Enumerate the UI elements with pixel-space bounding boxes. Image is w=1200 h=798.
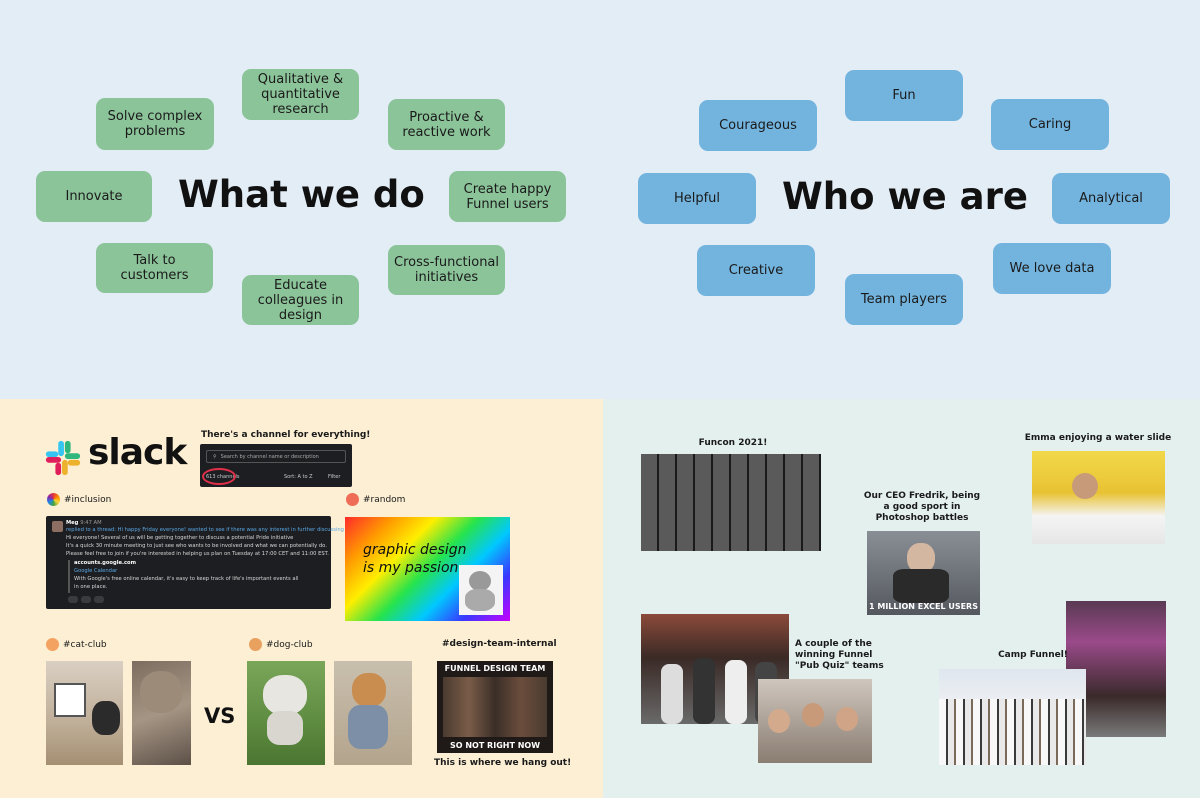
photos-panel: Funcon 2021! Emma enjoying a water slide…: [603, 399, 1200, 798]
dog-face-icon: [249, 638, 262, 651]
versus-text: VS: [204, 704, 236, 728]
camp-caption: Camp Funnel!: [998, 650, 1068, 660]
ceo-meme-text: 1 MILLION EXCEL USERS: [869, 602, 978, 611]
link-preview-bar: [68, 560, 70, 593]
meme-top-text: FUNNEL DESIGN TEAM: [444, 664, 546, 673]
message-line-3: Please feel free to join if you're inter…: [66, 551, 329, 557]
bubble-solve-complex-problems: Solve complex problems: [96, 98, 214, 150]
bubble-we-love-data: We love data: [993, 243, 1111, 294]
bubble-innovate: Innovate: [36, 171, 152, 222]
bubble-research: Qualitative & quantitative research: [242, 69, 359, 120]
random-meme-image: graphic design is my passion.: [345, 517, 510, 621]
channel-design-team-name: #design-team-internal: [442, 639, 557, 649]
reaction-icon[interactable]: [81, 596, 91, 603]
channel-search-input[interactable]: ⚲ Search by channel name or description: [206, 450, 346, 463]
reactions[interactable]: [68, 596, 104, 603]
channel-random-label: #random: [346, 493, 405, 506]
avatar: [52, 521, 63, 532]
link-desc-1: With Google's free online calendar, it's…: [74, 576, 299, 582]
camp-photo-2: [939, 669, 1086, 765]
bubble-fun: Fun: [845, 70, 963, 121]
meme-bottom-text: SO NOT RIGHT NOW: [449, 741, 541, 750]
link-desc-2: in one place.: [74, 584, 108, 590]
slack-panel: slack There's a channel for everything! …: [0, 399, 603, 798]
what-we-do-title: What we do: [178, 173, 425, 216]
channel-random-name: #random: [363, 494, 406, 505]
thread-line[interactable]: replied to a thread: Hi happy Friday eve…: [66, 527, 354, 533]
funcon-caption: Funcon 2021!: [698, 438, 768, 448]
heart-icon: [346, 493, 359, 506]
what-we-do-panel: What we do Solve complex problems Qualit…: [0, 0, 600, 399]
message-author: Meg 9:47 AM: [66, 520, 102, 526]
bubble-helpful: Helpful: [638, 173, 756, 224]
filter-button[interactable]: Filter: [328, 474, 341, 480]
channel-heading: There's a channel for everything!: [201, 430, 371, 440]
bubble-talk-to-customers: Talk to customers: [96, 243, 213, 293]
water-slide-photo: [1032, 451, 1165, 544]
bubble-team-players: Team players: [845, 274, 963, 325]
search-placeholder: Search by channel name or description: [220, 453, 319, 460]
rainbow-heart-icon: [47, 493, 60, 506]
channel-dog-club-name: #dog-club: [266, 639, 313, 650]
cat-photo-2: [132, 661, 191, 765]
who-we-are-panel: Who we are Fun Courageous Caring Helpful…: [600, 0, 1200, 399]
bubble-caring: Caring: [991, 99, 1109, 150]
dog-photo-2: [334, 661, 412, 765]
bubble-proactive-reactive: Proactive & reactive work: [388, 99, 505, 150]
message-line-1: Hi everyone! Several of us will be getti…: [66, 535, 294, 541]
channel-dog-club-label: #dog-club: [249, 638, 313, 651]
dog-photo-1: [247, 661, 325, 765]
bubble-cross-functional: Cross-functional initiatives: [388, 245, 505, 295]
bubble-happy-users: Create happy Funnel users: [449, 171, 566, 222]
slack-logo-icon: [45, 440, 81, 476]
link-title[interactable]: Google Calendar: [74, 568, 118, 574]
hangout-caption: This is where we hang out!: [434, 758, 572, 768]
pub-quiz-caption: A couple of the winning Funnel "Pub Quiz…: [795, 639, 884, 671]
sort-button[interactable]: Sort: A to Z: [284, 474, 313, 480]
emma-caption: Emma enjoying a water slide: [1024, 433, 1172, 443]
channel-browser: ⚲ Search by channel name or description …: [200, 444, 352, 487]
channel-cat-club-label: #cat-club: [46, 638, 107, 651]
highlight-circle: [202, 468, 236, 485]
cat-face-icon: [46, 638, 59, 651]
add-reaction-icon[interactable]: [94, 596, 104, 603]
slack-wordmark: slack: [88, 432, 187, 473]
link-domain: accounts.google.com: [74, 560, 137, 566]
cat-photo-1: [46, 661, 123, 765]
bubble-analytical: Analytical: [1052, 173, 1170, 224]
ceo-caption: Our CEO Fredrik, being a good sport in P…: [863, 491, 981, 523]
inclusion-message: Meg 9:47 AM replied to a thread: Hi happ…: [46, 516, 353, 609]
reaction-icon[interactable]: [68, 596, 78, 603]
design-team-meme-image: FUNNEL DESIGN TEAM SO NOT RIGHT NOW: [437, 661, 553, 753]
channel-cat-club-name: #cat-club: [63, 639, 107, 650]
channel-inclusion-name: #inclusion: [64, 494, 112, 505]
search-icon: ⚲: [213, 453, 217, 460]
ceo-meme-photo: 1 MILLION EXCEL USERS: [867, 531, 980, 615]
bubble-educate-colleagues: Educate colleagues in design: [242, 275, 359, 325]
cat-drawing: [459, 565, 503, 615]
channel-inclusion-label: #inclusion: [47, 493, 111, 506]
bubble-creative: Creative: [697, 245, 815, 296]
random-meme-text: graphic design is my passion.: [363, 542, 467, 576]
message-line-2: It's a quick 30 minute meeting to just s…: [66, 543, 327, 549]
bubble-courageous: Courageous: [699, 100, 817, 151]
pub-quiz-photo-2: [758, 679, 872, 763]
who-we-are-title: Who we are: [782, 175, 1028, 218]
funcon-video-grid-photo: [641, 454, 821, 551]
